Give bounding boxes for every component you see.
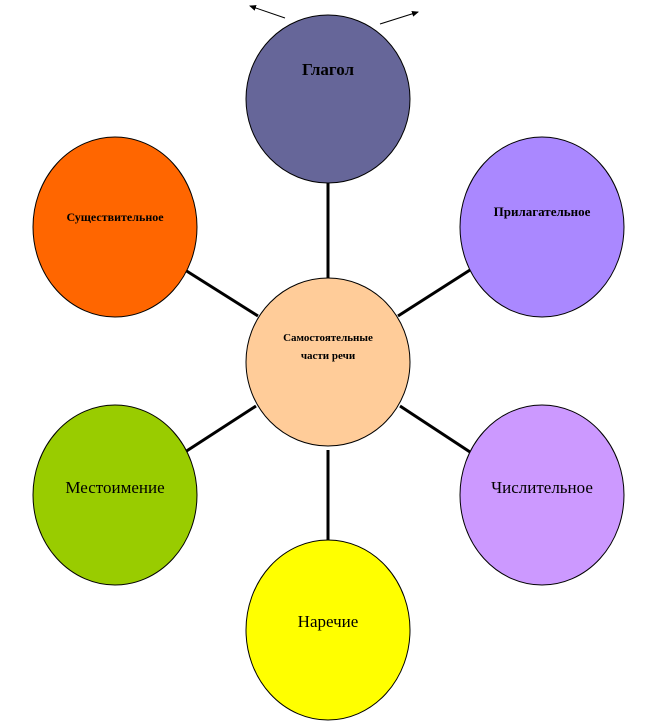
node-center xyxy=(245,277,411,447)
arrow-left-icon xyxy=(249,5,286,19)
node-prilagatelnoe xyxy=(459,136,625,318)
node-sushchestvitelnoe xyxy=(32,136,198,318)
label-narechie: Наречие xyxy=(297,612,359,631)
connector-chislitelnoe xyxy=(399,404,471,454)
label-chislitelnoe: Числительное xyxy=(491,478,593,497)
node-mestoimenie xyxy=(32,404,198,586)
label-mestoimenie: Местоимение xyxy=(65,478,165,497)
node-glagol xyxy=(245,14,411,184)
label-sushchestvitelnoe: Существительное xyxy=(66,210,164,224)
node-chislitelnoe xyxy=(459,404,625,586)
connector-prilagatelnoe xyxy=(397,268,471,318)
label-prilagatelnoe: Прилагательное xyxy=(493,204,591,219)
node-narechie xyxy=(245,539,411,721)
label-center-line1: Самостоятельные xyxy=(283,332,373,344)
label-center-line2: части речи xyxy=(300,350,356,362)
label-glagol: Глагол xyxy=(301,60,355,79)
arrow-right-icon xyxy=(379,10,419,25)
connector-sushchestvitelnoe xyxy=(184,268,259,318)
connector-mestoimenie xyxy=(184,404,257,454)
